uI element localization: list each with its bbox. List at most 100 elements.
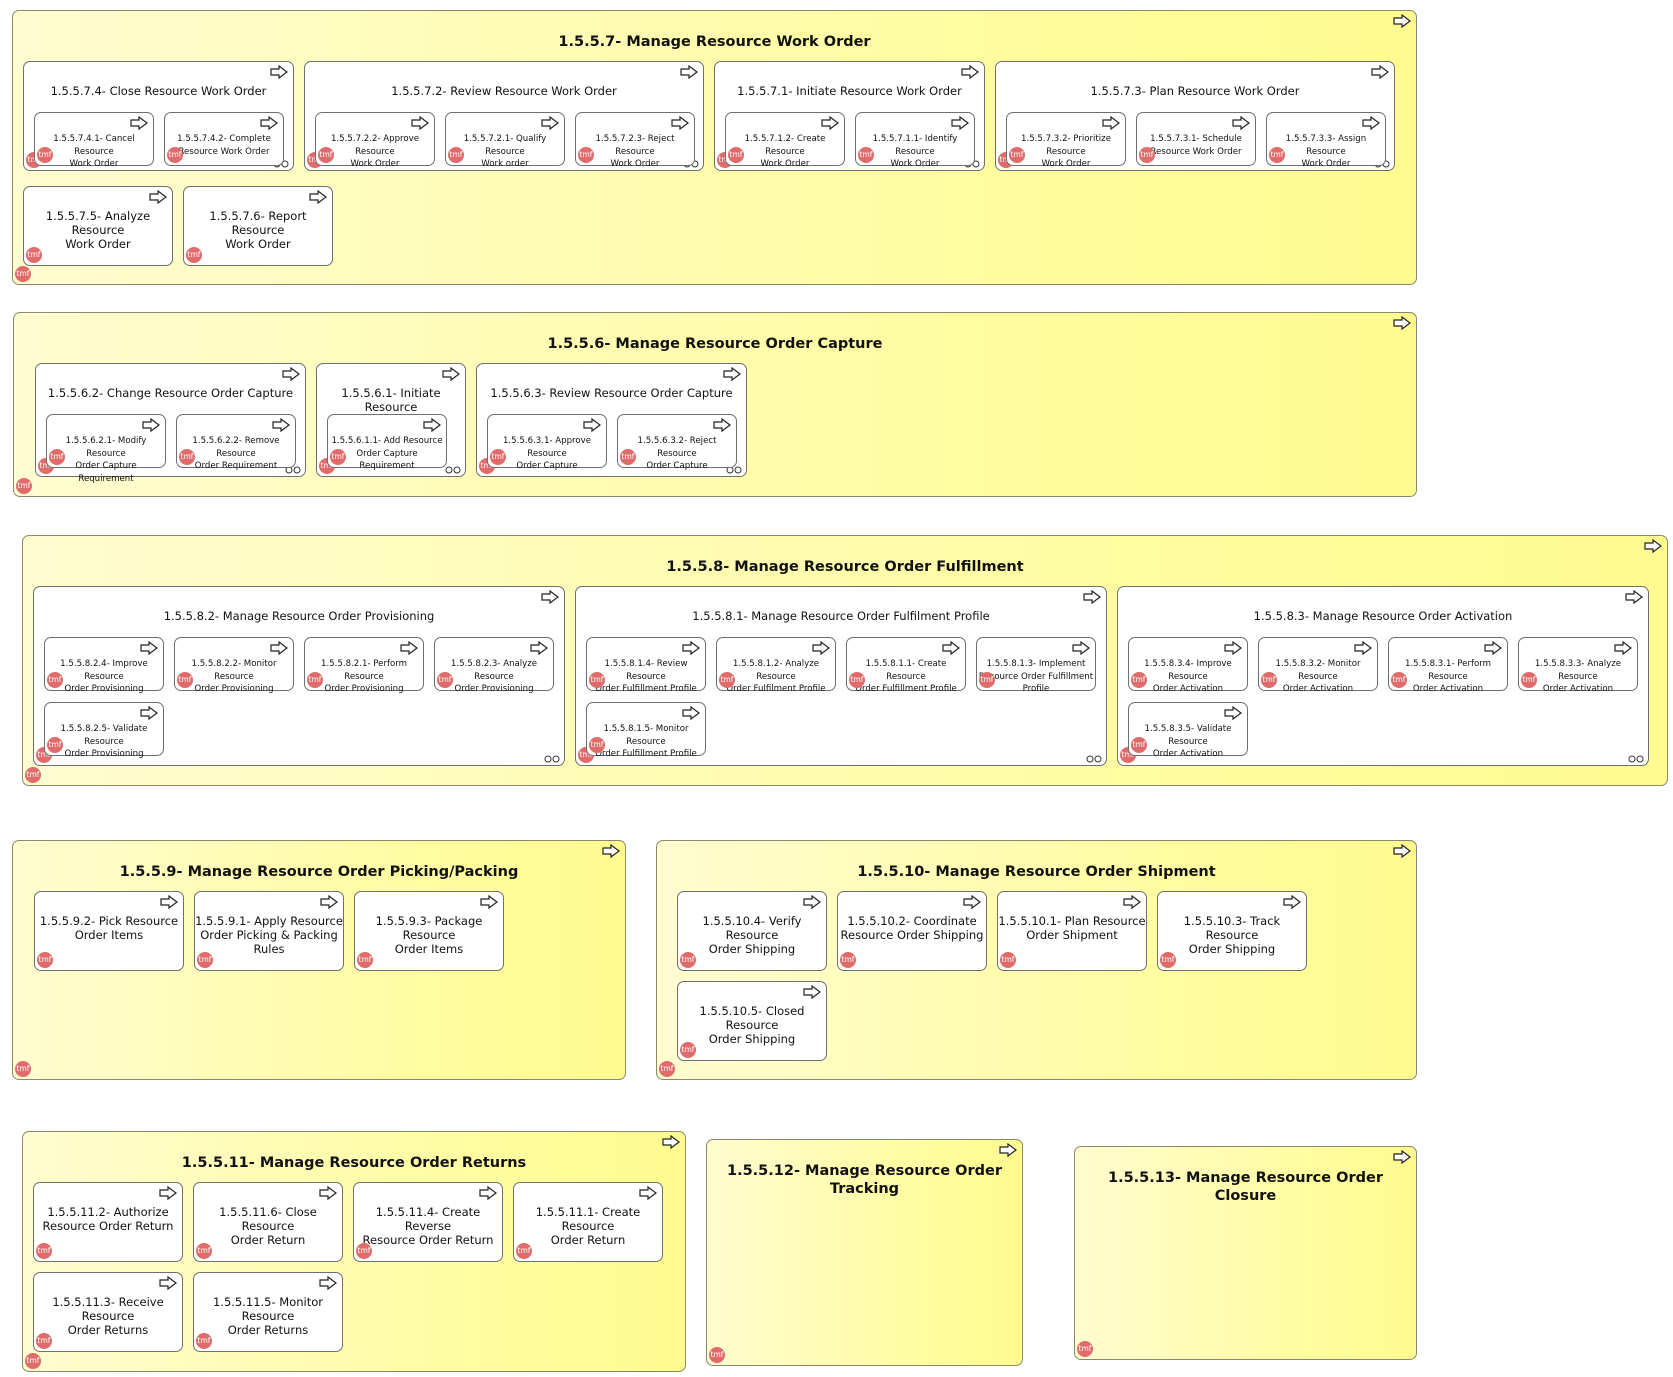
activity-box[interactable]: 1.5.5.7.3.1- Schedule Resource Work Orde… xyxy=(1136,112,1256,166)
activity-label: 1.5.5.8.3.2- Monitor Resource Order Acti… xyxy=(1275,659,1361,694)
activity-plan-resource-order-shipment[interactable]: 1.5.5.10.1- Plan Resource Order Shipment… xyxy=(997,891,1147,971)
activity-label: 1.5.5.8.2.3- Analyze Resource Order Prov… xyxy=(450,659,538,694)
activity-label: 1.5.5.11.3- Receive Resource Order Retur… xyxy=(52,1295,164,1337)
activity-coordinate-resource-order-shipping[interactable]: 1.5.5.10.2- Coordinate Resource Order Sh… xyxy=(837,891,987,971)
activity-box[interactable]: 1.5.5.8.1.5- Monitor Resource Order Fulf… xyxy=(586,702,706,759)
subprocess-manage-resource-order-activation[interactable]: 1.5.5.8.3- Manage Resource Order Activat… xyxy=(1117,586,1649,766)
activity-pick-resource-order-items[interactable]: 1.5.5.9.2- Pick Resource Order Items tmf xyxy=(34,891,184,971)
activity-box[interactable]: 1.5.5.6.3.1- Approve Resource Order Capt… xyxy=(487,414,607,471)
activity-box[interactable]: 1.5.5.8.2.3- Analyze Resource Order Prov… xyxy=(434,637,554,694)
group-manage-resource-order-shipment[interactable]: 1.5.5.10- Manage Resource Order Shipment… xyxy=(656,840,1417,1080)
subprocess-close-resource-work-order[interactable]: 1.5.5.7.4- Close Resource Work Order tmf… xyxy=(23,61,294,171)
activity-box[interactable]: 1.5.5.7.3.3- Assign Resource Work Order … xyxy=(1266,112,1386,169)
subprocess-title: 1.5.5.8.1- Manage Resource Order Fulfilm… xyxy=(692,609,990,623)
process-arrow-icon xyxy=(602,844,620,858)
tmf-icon: tmf xyxy=(47,672,63,688)
activity-monitor-resource-order-returns[interactable]: 1.5.5.11.5- Monitor Resource Order Retur… xyxy=(193,1272,343,1352)
activity-box[interactable]: 1.5.5.7.2.2- Approve Resource Work Order… xyxy=(315,112,435,169)
activity-box[interactable]: 1.5.5.8.3.5- Validate Resource Order Act… xyxy=(1128,702,1248,759)
process-arrow-icon xyxy=(723,367,741,381)
subprocess-plan-resource-work-order[interactable]: 1.5.5.7.3- Plan Resource Work Order tmf … xyxy=(995,61,1395,171)
activity-box[interactable]: 1.5.5.8.1.3- Implement Resource Order Fu… xyxy=(976,637,1096,694)
group-manage-resource-order-tracking[interactable]: 1.5.5.12- Manage Resource Order Tracking… xyxy=(706,1139,1023,1366)
process-arrow-icon xyxy=(1354,641,1372,655)
activity-closed-resource-order-shipping[interactable]: 1.5.5.10.5- Closed Resource Order Shippi… xyxy=(677,981,827,1061)
subprocess-manage-resource-order-provisioning[interactable]: 1.5.5.8.2- Manage Resource Order Provisi… xyxy=(33,586,565,766)
subprocess-change-resource-order-capture[interactable]: 1.5.5.6.2- Change Resource Order Capture… xyxy=(35,363,306,484)
process-arrow-icon xyxy=(140,641,158,655)
activity-authorize-resource-order-return[interactable]: 1.5.5.11.2- Authorize Resource Order Ret… xyxy=(33,1182,183,1262)
activity-box[interactable]: 1.5.5.6.1.1- Add Resource Order Capture … xyxy=(327,414,447,471)
subprocess-initiate-resource-work-order[interactable]: 1.5.5.7.1- Initiate Resource Work Order … xyxy=(714,61,985,171)
activity-label: 1.5.5.7.3.2- Prioritize Resource Work Or… xyxy=(1021,134,1111,169)
subprocess-initiate-resource-order-capture[interactable]: 1.5.5.6.1- Initiate Resource Order Captu… xyxy=(316,363,466,477)
activity-package-resource-order-items[interactable]: 1.5.5.9.3- Package Resource Order Items … xyxy=(354,891,504,971)
tmf-icon: tmf xyxy=(318,147,334,163)
activity-box[interactable]: 1.5.5.8.1.2- Analyze Resource Order Fulf… xyxy=(716,637,836,694)
tmf-icon: tmf xyxy=(840,952,856,968)
process-arrow-icon xyxy=(140,706,158,720)
activity-close-resource-order-return[interactable]: 1.5.5.11.6- Close Resource Order Return … xyxy=(193,1182,343,1262)
activity-create-resource-order-return[interactable]: 1.5.5.11.1- Create Resource Order Return… xyxy=(513,1182,663,1262)
activity-box[interactable]: 1.5.5.8.3.4- Improve Resource Order Acti… xyxy=(1128,637,1248,694)
link-icon xyxy=(544,755,560,763)
activity-box[interactable]: 1.5.5.7.4.1- Cancel Resource Work Order … xyxy=(34,112,154,169)
activity-box[interactable]: 1.5.5.6.3.2- Reject Resource Order Captu… xyxy=(617,414,737,471)
activity-box[interactable]: 1.5.5.8.2.1- Perform Resource Order Prov… xyxy=(304,637,424,694)
process-arrow-icon xyxy=(480,895,498,909)
process-arrow-icon xyxy=(423,418,441,432)
activity-box[interactable]: 1.5.5.8.2.2- Monitor Resource Order Prov… xyxy=(174,637,294,694)
group-manage-resource-order-fulfillment[interactable]: 1.5.5.8- Manage Resource Order Fulfillme… xyxy=(22,535,1668,786)
group-manage-resource-work-order[interactable]: 1.5.5.7- Manage Resource Work Order tmf … xyxy=(12,10,1417,285)
group-title: 1.5.5.9- Manage Resource Order Picking/P… xyxy=(119,864,519,880)
activity-box[interactable]: 1.5.5.8.3.1- Perform Resource Order Acti… xyxy=(1388,637,1508,694)
activity-box[interactable]: 1.5.5.6.2.1- Modify Resource Order Captu… xyxy=(46,414,166,484)
activity-box[interactable]: 1.5.5.8.1.4- Review Resource Order Fulfi… xyxy=(586,637,706,694)
process-arrow-icon xyxy=(803,895,821,909)
tmf-icon: tmf xyxy=(849,672,865,688)
activity-label: 1.5.5.8.3.1- Perform Resource Order Acti… xyxy=(1404,659,1492,694)
group-manage-resource-order-capture[interactable]: 1.5.5.6- Manage Resource Order Capture t… xyxy=(13,312,1417,497)
activity-create-reverse-resource-order-return[interactable]: 1.5.5.11.4- Create Reverse Resource Orde… xyxy=(353,1182,503,1262)
activity-track-resource-order-shipping[interactable]: 1.5.5.10.3- Track Resource Order Shippin… xyxy=(1157,891,1307,971)
process-arrow-icon xyxy=(1393,316,1411,330)
tmf-icon: tmf xyxy=(197,952,213,968)
activity-receive-resource-order-returns[interactable]: 1.5.5.11.3- Receive Resource Order Retur… xyxy=(33,1272,183,1352)
subprocess-manage-resource-order-fulfilment-profile[interactable]: 1.5.5.8.1- Manage Resource Order Fulfilm… xyxy=(575,586,1107,766)
activity-verify-resource-order-shipping[interactable]: 1.5.5.10.4- Verify Resource Order Shippi… xyxy=(677,891,827,971)
group-manage-resource-order-picking-packing[interactable]: 1.5.5.9- Manage Resource Order Picking/P… xyxy=(12,840,626,1080)
activity-box[interactable]: 1.5.5.8.3.3- Analyze Resource Order Acti… xyxy=(1518,637,1638,694)
activity-box[interactable]: 1.5.5.8.2.5- Validate Resource Order Pro… xyxy=(44,702,164,759)
activity-box[interactable]: 1.5.5.7.4.2- Complete Resource Work Orde… xyxy=(164,112,284,166)
group-manage-resource-order-returns[interactable]: 1.5.5.11- Manage Resource Order Returns … xyxy=(22,1131,686,1372)
link-icon xyxy=(1628,755,1644,763)
activity-box[interactable]: 1.5.5.7.1.1- Identify Resource Work Orde… xyxy=(855,112,975,169)
activity-report-resource-work-order[interactable]: 1.5.5.7.6- Report Resource Work Order tm… xyxy=(183,186,333,266)
tmf-icon: tmf xyxy=(16,478,32,494)
tmf-icon: tmf xyxy=(1269,147,1285,163)
subprocess-review-resource-order-capture[interactable]: 1.5.5.6.3- Review Resource Order Capture… xyxy=(476,363,747,477)
subprocess-review-resource-work-order[interactable]: 1.5.5.7.2- Review Resource Work Order tm… xyxy=(304,61,704,171)
activity-box[interactable]: 1.5.5.7.2.3- Reject Resource Work Order … xyxy=(575,112,695,169)
tmf-icon: tmf xyxy=(186,247,202,263)
group-manage-resource-order-closure[interactable]: 1.5.5.13- Manage Resource Order Closure … xyxy=(1074,1146,1417,1360)
activity-analyze-resource-work-order[interactable]: 1.5.5.7.5- Analyze Resource Work Order t… xyxy=(23,186,173,266)
activity-box[interactable]: 1.5.5.7.3.2- Prioritize Resource Work Or… xyxy=(1006,112,1126,169)
tmf-icon: tmf xyxy=(15,266,31,282)
tmf-icon: tmf xyxy=(25,1353,41,1369)
activity-box[interactable]: 1.5.5.8.2.4- Improve Resource Order Prov… xyxy=(44,637,164,694)
activity-box[interactable]: 1.5.5.8.1.1- Create Resource Order Fulfi… xyxy=(846,637,966,694)
activity-box[interactable]: 1.5.5.7.2.1- Qualify Resource Work order… xyxy=(445,112,565,169)
tmf-icon: tmf xyxy=(680,1042,696,1058)
activity-label: 1.5.5.10.4- Verify Resource Order Shippi… xyxy=(702,914,802,956)
process-arrow-icon xyxy=(1102,116,1120,130)
activity-box[interactable]: 1.5.5.6.2.2- Remove Resource Order Requi… xyxy=(176,414,296,471)
activity-box[interactable]: 1.5.5.8.3.2- Monitor Resource Order Acti… xyxy=(1258,637,1378,694)
process-arrow-icon xyxy=(1484,641,1502,655)
activity-apply-picking-packing-rules[interactable]: 1.5.5.9.1- Apply Resource Order Picking … xyxy=(194,891,344,971)
activity-box[interactable]: 1.5.5.7.1.2- Create Resource Work Order … xyxy=(725,112,845,169)
subprocess-title: 1.5.5.7.3- Plan Resource Work Order xyxy=(1090,84,1300,98)
process-arrow-icon xyxy=(270,65,288,79)
tmf-icon: tmf xyxy=(36,1243,52,1259)
process-arrow-icon xyxy=(411,116,429,130)
